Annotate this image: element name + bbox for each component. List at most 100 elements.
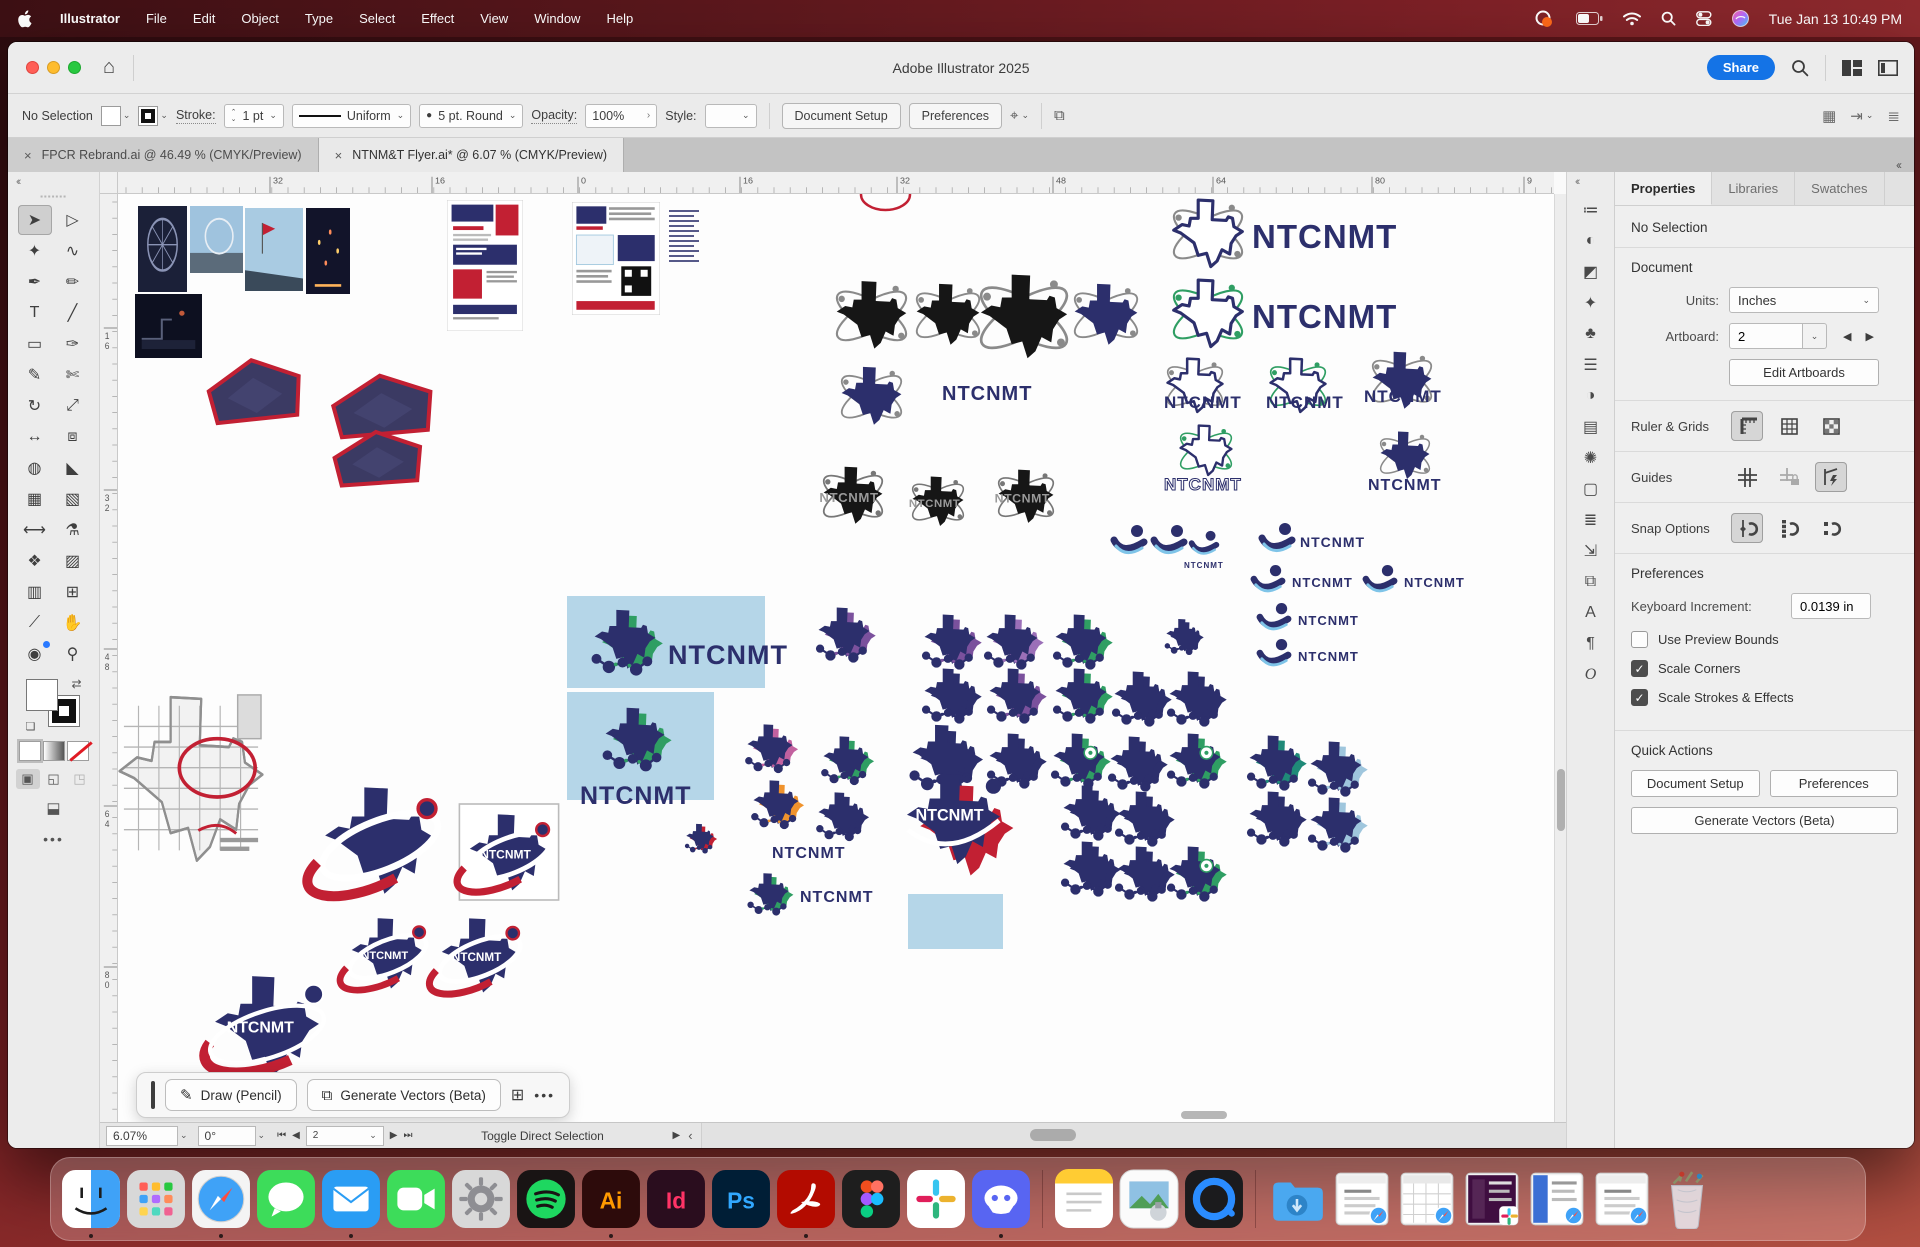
brand-text[interactable]: NTCNMT — [668, 640, 788, 670]
texas-molecule-logo[interactable] — [1166, 733, 1227, 789]
scrollbar-thumb[interactable] — [1030, 1129, 1077, 1141]
texas-molecule-logo[interactable] — [684, 823, 718, 854]
direct-selection-tool[interactable]: ▷ — [66, 212, 79, 229]
smart-guides-icon[interactable] — [1815, 462, 1847, 492]
magic-wand-tool[interactable]: ✦ — [27, 243, 42, 260]
first-artboard-icon[interactable]: ⏮ — [277, 1130, 287, 1141]
panel-swatches[interactable]: ▤ — [1582, 418, 1599, 436]
paintbrush-tool[interactable]: ✑ — [65, 336, 80, 353]
draw-behind-mode[interactable]: ◱ — [47, 771, 60, 786]
swoosh-logo[interactable] — [1256, 602, 1292, 631]
panel-symbols[interactable]: ♣ — [1585, 324, 1596, 342]
brand-text[interactable]: NTCNMT — [772, 845, 846, 862]
close-tab-icon[interactable]: × — [24, 147, 32, 163]
swoosh-logo[interactable] — [1250, 564, 1286, 593]
slice-tool[interactable]: ⟋ — [28, 614, 41, 631]
swoosh-logo[interactable] — [1256, 638, 1292, 667]
atom-texas-outline-logo[interactable] — [1167, 198, 1248, 269]
texas-molecule-logo[interactable] — [1107, 736, 1168, 792]
panel-appearance[interactable]: ✦ — [1583, 294, 1598, 312]
zoom-window-button[interactable] — [68, 61, 81, 74]
snap-point-icon[interactable] — [1731, 513, 1763, 543]
texas-swirl-logo[interactable] — [302, 787, 446, 902]
panel-asset-export[interactable]: ⇲ — [1583, 542, 1598, 560]
brand-text[interactable]: NTCNMT — [1252, 218, 1397, 255]
checkbox-use-preview-bounds[interactable] — [1631, 631, 1648, 648]
texas-molecule-logo[interactable] — [1111, 671, 1172, 727]
menu-window[interactable]: Window — [534, 11, 581, 26]
rotate-tool[interactable]: ↻ — [27, 398, 42, 415]
texas-molecule-logo[interactable] — [815, 607, 876, 663]
fill-stroke-control[interactable]: ⇄ ❏ — [25, 677, 82, 733]
photo-harbor[interactable] — [135, 294, 202, 358]
atom-texas-outline-logo[interactable] — [1162, 357, 1227, 414]
menu-edit[interactable]: Edit — [192, 11, 216, 26]
texas-molecule-logo[interactable] — [1114, 846, 1175, 902]
photo-ferris-day[interactable] — [190, 206, 243, 273]
panel-attributes[interactable]: ✺ — [1583, 449, 1598, 467]
checkbox-scale-strokes-effects[interactable]: ✓ — [1631, 689, 1648, 706]
battery-icon[interactable] — [1575, 12, 1603, 25]
dock-minimized-window-1[interactable] — [1332, 1169, 1392, 1229]
qa-generate-vectors-button[interactable]: Generate Vectors (Beta) — [1631, 807, 1898, 834]
minimize-window-button[interactable] — [47, 61, 60, 74]
photo-night-fair[interactable] — [306, 208, 350, 294]
document-tab-0[interactable]: ×FPCR Rebrand.ai @ 46.49 % (CMYK/Preview… — [8, 138, 319, 172]
photo-ferris-night[interactable] — [138, 206, 187, 292]
atom-texas-outline-logo[interactable] — [1265, 357, 1330, 414]
task-bar-more-icon[interactable]: ••• — [534, 1087, 556, 1103]
panel-opentype[interactable]: O — [1584, 665, 1597, 683]
panel-layers[interactable]: ≣ — [1583, 511, 1598, 529]
fill-color-well[interactable] — [25, 679, 58, 711]
banner-shape[interactable] — [332, 429, 423, 488]
atom-texas-outline-logo[interactable] — [1176, 424, 1236, 477]
menu-clock[interactable]: Tue Jan 13 10:49 PM — [1768, 10, 1902, 27]
artboard-dropdown-icon[interactable]: ⌄ — [1803, 323, 1827, 349]
brand-text[interactable]: NTCNMT — [580, 782, 692, 810]
texas-molecule-logo[interactable] — [1246, 735, 1307, 791]
edit-artboards-button[interactable]: Edit Artboards — [1729, 359, 1879, 386]
transform-again-icon[interactable]: ⧉ — [1054, 107, 1065, 124]
dock-figma[interactable] — [841, 1169, 901, 1229]
brush-definition[interactable]: ●5 pt. Round⌄ — [419, 103, 524, 128]
symbol-sprayer-tool[interactable]: ▨ — [64, 553, 81, 570]
brand-text[interactable]: NTCNMT — [1298, 649, 1359, 664]
wifi-icon[interactable] — [1622, 12, 1641, 26]
arrange-documents-icon[interactable] — [1878, 59, 1898, 76]
texas-molecule-logo[interactable] — [1307, 797, 1368, 853]
tab-libraries[interactable]: Libraries — [1712, 172, 1796, 205]
menu-view[interactable]: View — [480, 11, 509, 26]
qa-preferences-button[interactable]: Preferences — [1769, 770, 1898, 797]
swoosh-logo[interactable] — [1258, 523, 1296, 552]
brand-text[interactable]: NTCNMT — [1292, 575, 1353, 590]
search-icon[interactable] — [1791, 59, 1809, 77]
texas-molecule-logo[interactable] — [921, 614, 982, 670]
menu-type[interactable]: Type — [304, 11, 334, 26]
list-view-icon[interactable]: ≣ — [1887, 107, 1900, 125]
variable-width-profile[interactable]: Uniform⌄ — [291, 103, 412, 128]
horizontal-scrollbar-thumb[interactable] — [1180, 1111, 1227, 1119]
red-sketch-ellipse[interactable] — [859, 194, 912, 212]
expand-panels-icon[interactable]: ‹‹ — [1575, 176, 1580, 188]
perspective-grid-tool[interactable]: ◣ — [66, 460, 79, 477]
flyer-thankyou[interactable] — [572, 202, 660, 315]
texas-molecule-logo[interactable] — [751, 780, 805, 830]
flyer-symposium[interactable] — [447, 200, 523, 331]
scissors-tool[interactable]: ✄ — [65, 367, 80, 384]
lock-guides-icon[interactable] — [1773, 462, 1805, 492]
rectangle-tool[interactable]: ▭ — [26, 336, 43, 353]
atom-texas-outline-logo[interactable] — [1167, 278, 1248, 349]
dock-quicktime[interactable] — [1184, 1169, 1244, 1229]
artboard-viewport[interactable]: NTCNMT NTCNMT NTCNMT NTCNMT NTCNMT NTCNM… — [118, 194, 1554, 1122]
dock-acrobat[interactable] — [776, 1169, 836, 1238]
document-tab-1[interactable]: ×NTNM&T Flyer.ai* @ 6.07 % (CMYK/Preview… — [318, 138, 625, 172]
brand-text[interactable]: NTCNMT — [1368, 477, 1442, 494]
blue-background-rect[interactable] — [567, 596, 765, 688]
texas-molecule-logo[interactable] — [1060, 785, 1121, 841]
measure-tool[interactable]: ⟷ — [23, 522, 46, 539]
opacity-label[interactable]: Opacity: — [531, 107, 578, 124]
color-button[interactable] — [16, 739, 43, 763]
column-graph-tool[interactable]: ▥ — [26, 584, 43, 601]
